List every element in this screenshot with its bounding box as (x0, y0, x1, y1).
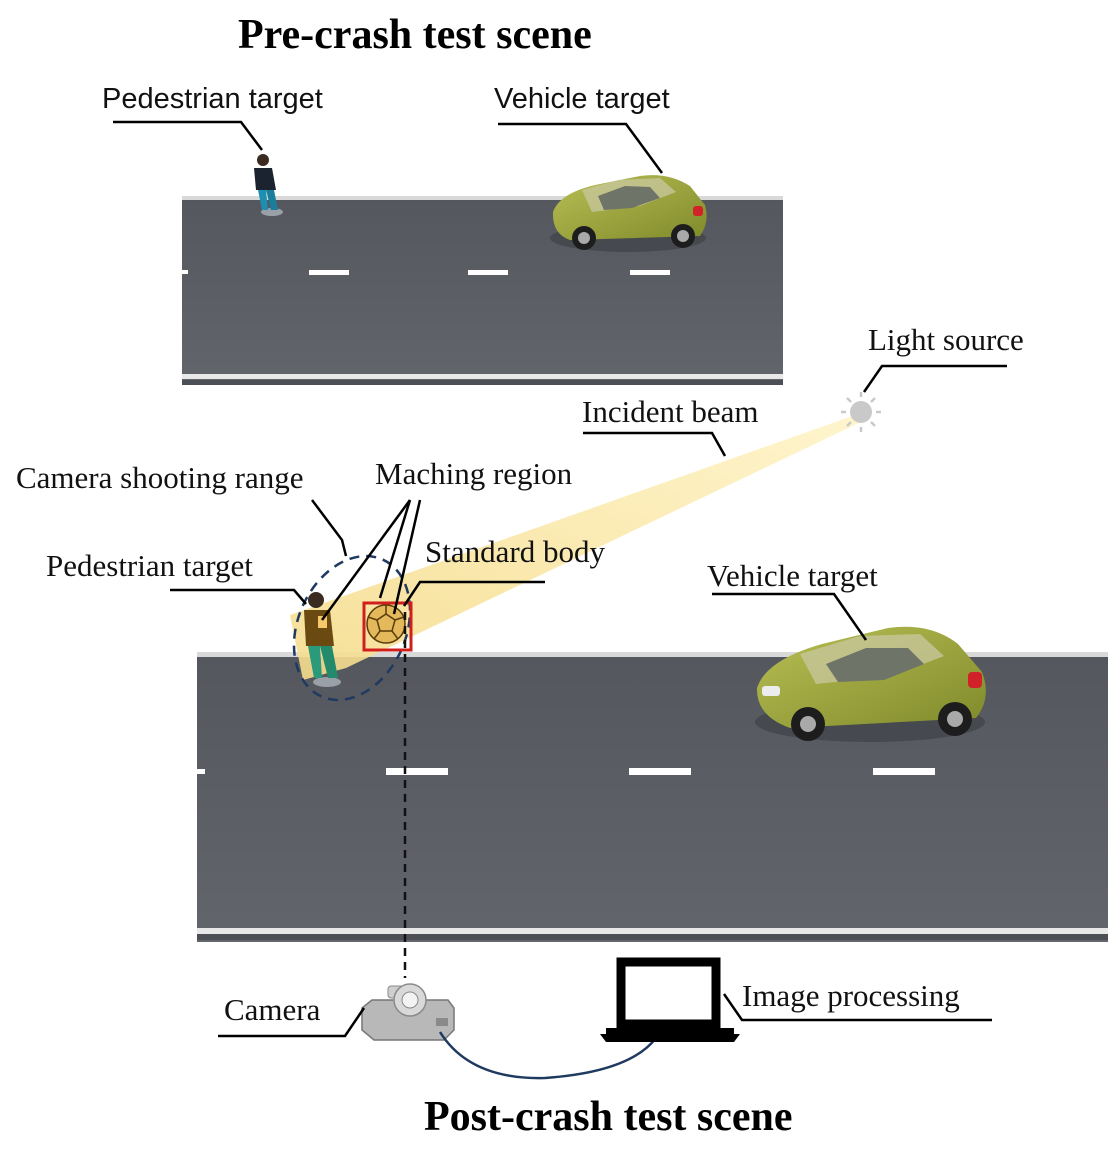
matching-region-box (362, 601, 413, 652)
camera-icon (361, 983, 455, 1041)
post-crash-title: Post-crash test scene (424, 1094, 793, 1140)
label-post-pedestrian: Pedestrian target (46, 548, 253, 583)
pre-vehicle-car (550, 175, 707, 252)
leader-light-source (862, 364, 1007, 393)
light-source-icon (841, 392, 881, 432)
lane-mark (468, 270, 508, 275)
pre-crash-title: Pre-crash test scene (238, 12, 592, 58)
leader-image-processing (722, 993, 992, 1022)
label-camera: Camera (224, 992, 321, 1027)
leader-post-pedestrian (170, 588, 307, 605)
leader-camera-range (311, 499, 348, 557)
pre-pedestrian-figure (254, 154, 283, 216)
leader-standard-body (402, 580, 545, 607)
post-crash-road (197, 652, 1108, 942)
leader-matching-region-a (320, 499, 412, 621)
label-matching-region: Maching region (375, 456, 573, 491)
label-camera-range: Camera shooting range (16, 460, 304, 495)
laptop-icon (600, 957, 740, 1042)
lane-mark (309, 270, 349, 275)
lane-mark (386, 768, 448, 775)
label-light-source: Light source (868, 322, 1024, 357)
post-pedestrian-figure (304, 592, 341, 687)
leader-matching-region-c (392, 499, 422, 615)
label-post-vehicle: Vehicle target (707, 558, 878, 593)
lane-mark (182, 270, 188, 274)
label-incident-beam: Incident beam (582, 394, 758, 429)
leader-pre-pedestrian (113, 120, 263, 151)
data-cable (438, 1031, 657, 1080)
leader-incident-beam (583, 431, 727, 457)
standard-body-ball (366, 604, 406, 644)
label-pre-pedestrian: Pedestrian target (102, 83, 323, 115)
label-standard-body: Standard body (425, 534, 605, 569)
label-image-processing: Image processing (742, 978, 960, 1013)
lane-mark (630, 270, 670, 275)
label-pre-vehicle: Vehicle target (494, 83, 670, 115)
leader-camera (218, 1007, 366, 1038)
lane-mark (873, 768, 935, 775)
lane-mark (629, 768, 691, 775)
leader-matching-region-b (378, 499, 412, 599)
leader-pre-vehicle (498, 122, 664, 174)
lane-mark (197, 769, 205, 774)
leader-post-vehicle (712, 592, 868, 641)
incident-beam (290, 414, 865, 680)
post-vehicle-car (755, 626, 986, 742)
